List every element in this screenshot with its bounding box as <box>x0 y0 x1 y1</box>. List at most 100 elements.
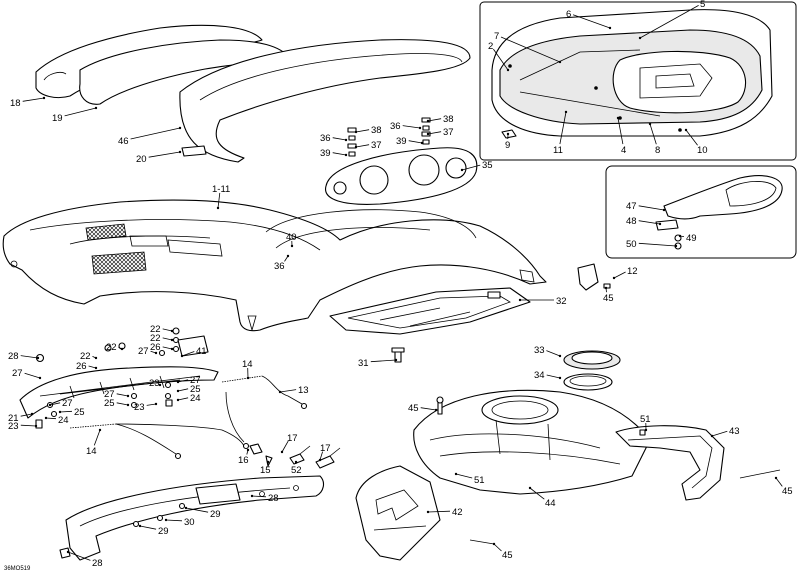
callout-c-27e: 27 <box>62 398 73 409</box>
callout-c-36a: 36 <box>320 133 331 144</box>
leader-c-29a <box>185 507 209 513</box>
callout-c-41: 41 <box>196 346 207 357</box>
leader-end-c-33 <box>558 354 562 358</box>
leader-c-13 <box>279 389 297 393</box>
callout-c-51a: 51 <box>640 414 651 425</box>
small-hardware <box>249 443 341 469</box>
leader-c-35 <box>461 164 481 171</box>
leader-end-c-28a <box>36 356 40 360</box>
leader-end-c-25c <box>58 410 62 414</box>
leader-c-23c <box>20 424 37 427</box>
callout-c-16: 16 <box>238 455 249 466</box>
callout-c-2: 2 <box>488 41 493 52</box>
leader-end-c-37b <box>426 132 430 136</box>
callout-c-28a: 28 <box>8 351 19 362</box>
leader-c-51b <box>455 473 473 479</box>
leader-c-34 <box>546 374 561 379</box>
callout-c-24b: 24 <box>58 415 69 426</box>
leader-c-30 <box>165 519 183 522</box>
leader-end-c-41 <box>180 354 184 358</box>
handlebar-assembly <box>19 327 219 429</box>
inset-deck-view <box>479 1 797 161</box>
leader-c-43 <box>711 430 728 437</box>
callout-c-19: 19 <box>52 113 63 124</box>
leader-end-c-27d <box>126 394 130 398</box>
side-panel-43 <box>615 425 781 501</box>
leader-end-c-28c <box>66 550 70 554</box>
leader-c-37b <box>427 131 442 135</box>
leader-c-24b <box>45 417 57 420</box>
callout-c-27b: 27 <box>12 368 23 379</box>
callout-c-6: 6 <box>566 9 571 20</box>
callout-c-28c: 28 <box>92 558 103 569</box>
callout-c-26b: 26 <box>76 361 87 372</box>
callout-c-27d: 27 <box>104 389 115 400</box>
leader-end-c-29a <box>184 506 188 510</box>
leader-end-c-39a <box>344 153 348 157</box>
callout-c-25b: 25 <box>104 398 115 409</box>
leader-c-38a <box>355 129 370 133</box>
leader-c-31 <box>370 359 397 363</box>
leader-c-2 <box>493 48 509 71</box>
callout-c-22d: 22 <box>80 351 91 362</box>
callout-c-9: 9 <box>505 140 510 151</box>
leader-c-22a <box>162 328 173 332</box>
leader-c-45c <box>775 477 783 487</box>
leader-end-c-45a <box>604 286 608 290</box>
callout-c-38a: 38 <box>371 125 382 136</box>
leader-end-c-48 <box>658 222 662 226</box>
leader-c-27b <box>24 372 41 379</box>
leader-end-c-26a <box>170 347 174 351</box>
callout-c-33: 33 <box>534 345 545 356</box>
leader-end-c-44 <box>528 486 532 490</box>
leader-end-c-11 <box>564 110 568 114</box>
leader-c-6 <box>572 14 611 29</box>
leader-end-c-43 <box>710 434 714 438</box>
callout-c-14b: 14 <box>86 446 97 457</box>
leader-c-39a <box>332 152 347 156</box>
callout-c-37a: 37 <box>371 140 382 151</box>
leader-end-c-26b <box>94 366 98 370</box>
callout-c-36b: 36 <box>390 121 401 132</box>
callout-c-23a: 23 <box>149 378 160 389</box>
bracket-12 <box>577 263 611 291</box>
callout-c-22c: 22 <box>106 342 117 353</box>
callout-c-46: 46 <box>118 136 129 147</box>
leader-c-28c <box>67 551 91 561</box>
leader-end-c-39b <box>420 141 424 145</box>
callout-c-30: 30 <box>184 517 195 528</box>
leader-end-c-38a <box>354 130 358 134</box>
leader-c-5 <box>639 5 699 39</box>
callout-c-1-11: 1-11 <box>212 184 230 195</box>
leader-c-21 <box>20 413 33 417</box>
callout-c-12: 12 <box>627 266 638 277</box>
leader-c-25c <box>59 410 73 413</box>
leader-c-1-11 <box>217 192 221 209</box>
leader-end-c-47 <box>662 208 666 212</box>
leader-end-c-27a <box>154 351 158 355</box>
leader-c-25a <box>177 388 189 392</box>
callout-c-15: 15 <box>260 465 271 476</box>
leader-end-c-28b <box>250 494 254 498</box>
lower-rail <box>59 475 325 561</box>
leader-end-c-22b <box>170 338 174 342</box>
callout-c-35: 35 <box>482 160 493 171</box>
callout-c-49: 49 <box>686 233 697 244</box>
callout-c-26a: 26 <box>150 342 161 353</box>
leader-end-c-24b <box>44 416 48 420</box>
leader-end-c-27b <box>38 376 42 380</box>
callout-c-18: 18 <box>10 98 21 109</box>
leader-c-48 <box>638 220 661 225</box>
callout-c-8: 8 <box>655 145 660 156</box>
callout-c-27a: 27 <box>138 346 149 357</box>
leader-c-45b <box>420 407 437 411</box>
leader-c-7 <box>500 36 561 63</box>
leader-c-14b <box>93 429 101 446</box>
callout-c-13: 13 <box>298 385 309 396</box>
callout-c-21: 21 <box>8 413 19 424</box>
leader-end-c-38b <box>426 119 430 123</box>
leader-end-c-16 <box>246 448 250 452</box>
leader-end-c-51a <box>644 428 648 432</box>
callout-c-48: 48 <box>626 216 637 227</box>
